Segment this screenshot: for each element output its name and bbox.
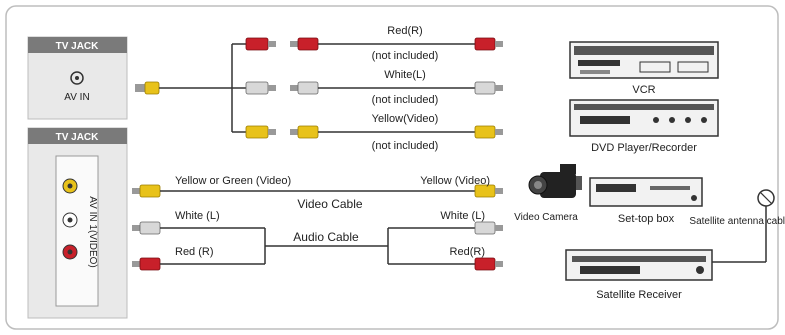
- video-jack-icon: [62, 178, 78, 194]
- audio-right-jack-icon: [62, 244, 78, 260]
- bottom-tv-jack-panel: TV JACK AV IN 1(VIDEO): [27, 127, 128, 319]
- top-composite-cable: [135, 44, 233, 132]
- diagram-frame: [5, 5, 779, 330]
- red-left-label: Red (R): [175, 246, 214, 258]
- camera-label: Video Camera: [514, 212, 578, 223]
- top-red-note: (not included): [372, 50, 439, 62]
- bottom-jack-title: TV JACK: [56, 132, 100, 143]
- audio-cable: [132, 221, 503, 271]
- top-white-cable: [232, 81, 503, 95]
- audio-cable-label: Audio Cable: [293, 230, 359, 244]
- video-cable-label: Video Cable: [297, 197, 362, 211]
- audio-left-jack-icon: [62, 212, 78, 228]
- top-red-cable: [232, 37, 503, 51]
- video-cable: [132, 184, 503, 198]
- satellite-cable-label: Satellite antenna cable: [689, 216, 785, 227]
- av-in-jack-icon: [70, 71, 84, 85]
- bottom-jack-vertical-label: AV IN 1(VIDEO): [87, 196, 98, 268]
- top-jack-title: TV JACK: [56, 41, 100, 52]
- dvd-player-icon: [569, 99, 719, 137]
- set-top-box-icon: [589, 177, 703, 207]
- top-yellow-label: Yellow(Video): [372, 113, 439, 125]
- white-right-label: White (L): [440, 210, 485, 222]
- satellite-receiver-icon: [565, 249, 713, 281]
- top-yellow-cable: [232, 125, 503, 139]
- top-yellow-note: (not included): [372, 140, 439, 152]
- video-right-label: Yellow (Video): [420, 175, 490, 187]
- top-white-note: (not included): [372, 94, 439, 106]
- red-right-label: Red(R): [450, 246, 485, 258]
- satellite-receiver-label: Satellite Receiver: [596, 289, 682, 301]
- white-left-label: White (L): [175, 210, 220, 222]
- top-red-label: Red(R): [387, 25, 422, 37]
- video-camera-icon: [528, 164, 582, 198]
- top-tv-jack-panel: TV JACK AV IN: [27, 36, 128, 120]
- settop-label: Set-top box: [618, 213, 675, 225]
- vcr-icon: [569, 41, 719, 79]
- top-white-label: White(L): [384, 69, 426, 81]
- satellite-dish-icon: [712, 189, 775, 263]
- video-left-label: Yellow or Green (Video): [175, 175, 291, 187]
- dvd-label: DVD Player/Recorder: [591, 142, 697, 154]
- top-jack-label: AV IN: [64, 92, 89, 103]
- vcr-label: VCR: [632, 84, 655, 96]
